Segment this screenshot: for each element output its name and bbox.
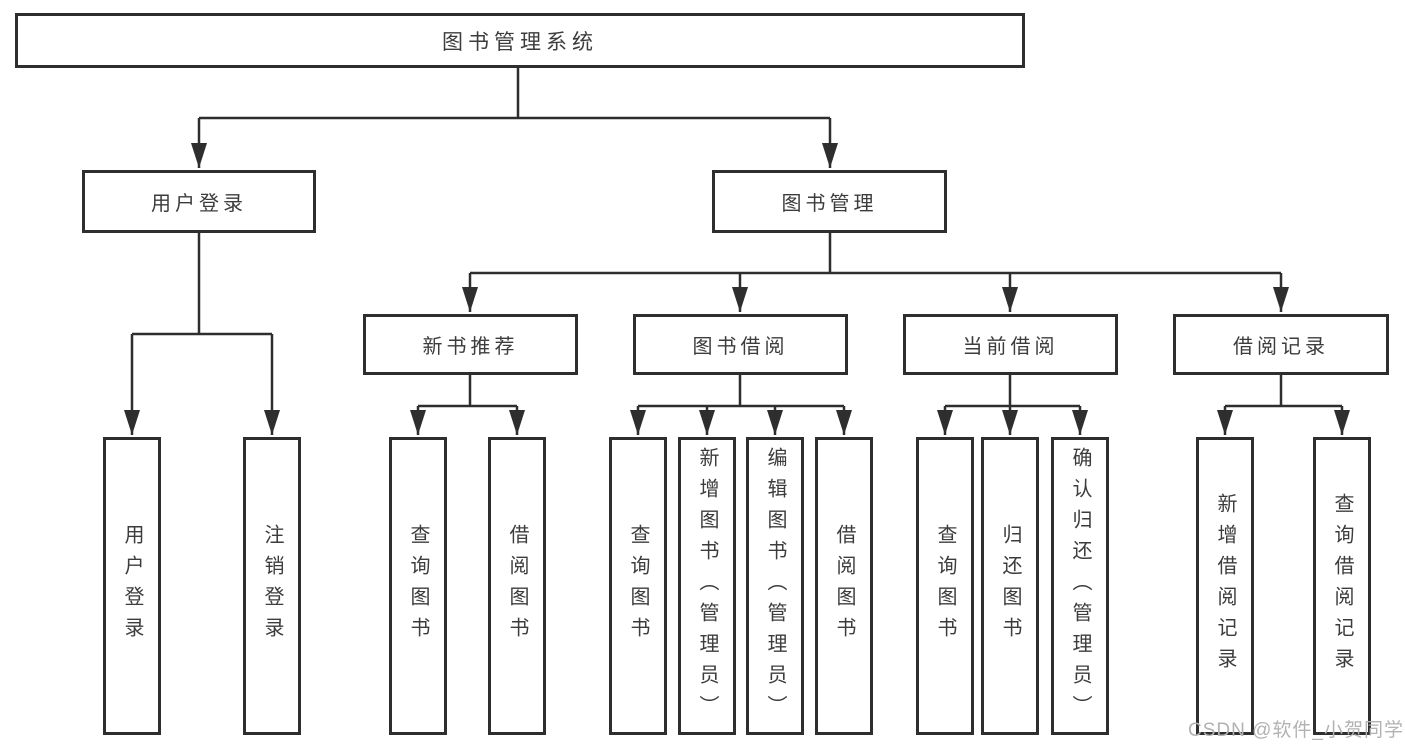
node-label: 图书借阅: [692, 336, 789, 358]
node-label: 借阅图书: [506, 524, 528, 648]
node-label: 归还图书: [999, 524, 1021, 648]
node-label: 查询图书: [934, 524, 956, 648]
leaf-borrow-query-books: 查询图书: [609, 437, 667, 735]
leaf-current-query-books: 查询图书: [916, 437, 974, 735]
node-user-login: 用户登录: [82, 170, 316, 233]
node-new-book-recommendation: 新书推荐: [363, 314, 578, 375]
node-borrowing-records: 借阅记录: [1173, 314, 1389, 375]
node-label: 注销登录: [261, 524, 283, 648]
watermark: CSDN @软件_小贺同学: [1188, 720, 1404, 741]
node-label: 查询图书: [407, 524, 429, 648]
leaf-borrow-add-books-admin: 新增图书（管理员）: [678, 437, 736, 735]
node-label: 确认归还（管理员）: [1069, 446, 1091, 726]
leaf-recommend-borrow-books: 借阅图书: [488, 437, 546, 735]
leaf-logout: 注销登录: [243, 437, 301, 735]
node-label: 用户登录: [121, 524, 143, 648]
leaf-records-add-record: 新增借阅记录: [1196, 437, 1254, 735]
leaf-current-confirm-return-admin: 确认归还（管理员）: [1051, 437, 1109, 735]
node-label: 借阅记录: [1233, 336, 1329, 358]
connector-arrows: [124, 118, 1350, 435]
node-current-borrowing: 当前借阅: [903, 314, 1118, 375]
leaf-records-query-record: 查询借阅记录: [1313, 437, 1371, 735]
node-book-borrowing: 图书借阅: [633, 314, 848, 375]
node-label: 图书管理系统: [442, 30, 598, 54]
node-label: 查询图书: [627, 524, 649, 648]
node-label: 新增图书（管理员）: [696, 446, 718, 726]
node-label: 图书管理: [781, 193, 878, 215]
node-label: 新书推荐: [422, 336, 519, 358]
leaf-current-return-books: 归还图书: [981, 437, 1039, 735]
node-label: 查询借阅记录: [1331, 493, 1353, 679]
node-label: 新增借阅记录: [1214, 493, 1236, 679]
node-book-management: 图书管理: [712, 170, 947, 233]
leaf-borrow-borrow-books: 借阅图书: [815, 437, 873, 735]
node-label: 编辑图书（管理员）: [764, 446, 786, 726]
node-library-system: 图书管理系统: [15, 13, 1025, 68]
node-label: 用户登录: [151, 193, 247, 215]
node-label: 当前借阅: [962, 336, 1059, 358]
leaf-recommend-query-books: 查询图书: [389, 437, 447, 735]
leaf-borrow-edit-books-admin: 编辑图书（管理员）: [746, 437, 804, 735]
node-label: 借阅图书: [833, 524, 855, 648]
leaf-user-login: 用户登录: [103, 437, 161, 735]
